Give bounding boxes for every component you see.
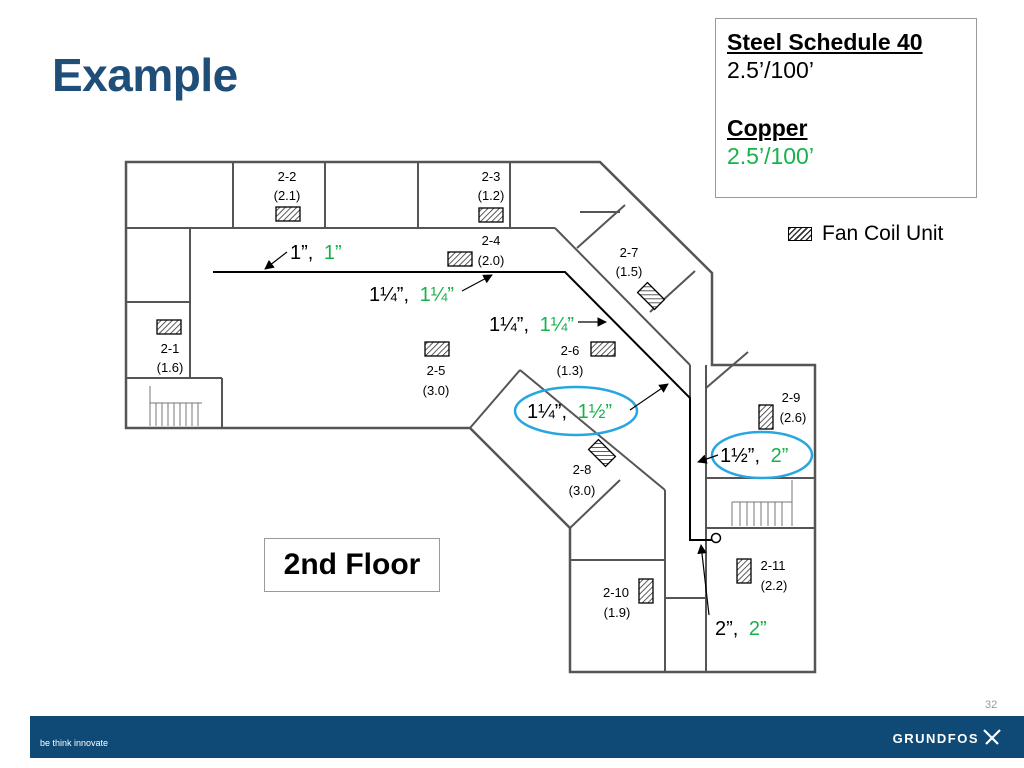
unit-label: 2-5	[427, 363, 446, 378]
unit-label: 2-6	[561, 343, 580, 358]
unit-load: (1.3)	[557, 363, 584, 378]
pipe-size-label: 1”, 1”	[290, 242, 342, 264]
page-number: 32	[985, 699, 998, 711]
fan-coil-unit-icon	[788, 227, 812, 241]
unit-label: 2-8	[573, 462, 592, 477]
fan-coil-unit-2-3	[478, 207, 504, 223]
unit-label: 2-4	[482, 233, 501, 248]
copper-size: 1”	[324, 242, 342, 264]
steel-size: 1¼”,	[489, 314, 529, 336]
pipe-size-label: 2”, 2”	[715, 618, 767, 640]
fan-coil-unit-2-4	[447, 251, 473, 267]
unit-load: (1.6)	[157, 360, 184, 375]
fan-coil-unit-2-8	[587, 438, 617, 468]
building-outline	[124, 160, 817, 674]
interior-walls	[126, 162, 815, 672]
fan-coil-unit-2-2	[275, 206, 301, 222]
fan-coil-legend-label: Fan Coil Unit	[822, 222, 944, 245]
pipe-size-label: 1¼”, 1½”	[527, 401, 612, 423]
copper-friction-value: 2.5’/100’	[727, 143, 814, 169]
pipe-size-label: 1½”, 2”	[720, 445, 788, 467]
stairs-east	[731, 480, 793, 526]
leader-arrow	[697, 544, 710, 616]
brand-mark-icon	[983, 729, 1001, 745]
fan-coil-unit-2-7	[636, 281, 666, 311]
highlight-ellipse	[513, 385, 639, 437]
steel-schedule-heading: Steel Schedule 40	[727, 29, 923, 55]
footer-bar: be think innovate GRUNDFOS	[30, 716, 1024, 758]
fan-coil-unit-2-9	[758, 404, 774, 430]
copper-size: 1½”	[578, 401, 612, 423]
unit-load: (2.1)	[274, 188, 301, 203]
copper-size: 1¼”	[540, 314, 574, 336]
fan-coil-unit-2-6	[590, 341, 616, 357]
steel-size: 2”,	[715, 618, 738, 640]
pipe-legend-box: Steel Schedule 40 2.5’/100’ Copper 2.5’/…	[715, 18, 977, 198]
unit-label: 2-1	[161, 341, 180, 356]
copper-size: 1¼”	[420, 284, 454, 306]
unit-load: (1.5)	[616, 264, 643, 279]
unit-load: (3.0)	[569, 483, 596, 498]
unit-load: (1.9)	[604, 605, 631, 620]
leader-arrow	[264, 251, 288, 270]
unit-label: 2-11	[760, 558, 785, 573]
pipe-size-label: 1¼”, 1¼”	[369, 284, 454, 306]
fan-coil-unit-2-11	[736, 558, 752, 584]
steel-size: 1¼”,	[369, 284, 409, 306]
steel-friction-value: 2.5’/100’	[727, 57, 814, 83]
footer-tagline: be think innovate	[40, 738, 109, 748]
steel-size: 1¼”,	[527, 401, 567, 423]
unit-label: 2-7	[620, 245, 639, 260]
unit-label: 2-2	[278, 169, 297, 184]
leader-arrow	[629, 383, 669, 411]
page-title: Example	[52, 49, 238, 101]
leader-arrow	[697, 454, 719, 464]
fan-coil-unit-2-10	[638, 578, 654, 604]
pipe-riser	[710, 532, 722, 544]
copper-heading: Copper	[727, 115, 808, 141]
unit-load: (2.2)	[761, 578, 788, 593]
unit-label: 2-10	[603, 585, 629, 600]
leader-arrow	[461, 274, 493, 292]
fan-coil-unit-2-5	[424, 341, 450, 357]
supply-pipe	[213, 271, 712, 541]
floor-plan: 2-1 (1.6) 2-2 (2.1) 2-3 (1.2) 2-4 (2.0) …	[124, 160, 817, 674]
copper-size: 2”	[771, 445, 789, 467]
pipe-size-label: 1¼”, 1¼”	[489, 314, 574, 336]
floor-label: 2nd Floor	[264, 538, 440, 592]
steel-size: 1½”,	[720, 445, 760, 467]
stairs-west	[149, 386, 202, 426]
unit-load: (1.2)	[478, 188, 505, 203]
fan-coil-unit-2-1	[156, 319, 182, 335]
copper-size: 2”	[749, 618, 767, 640]
unit-label: 2-9	[782, 390, 801, 405]
unit-load: (2.0)	[478, 253, 505, 268]
highlight-ellipse	[710, 430, 814, 480]
unit-label: 2-3	[482, 169, 501, 184]
steel-size: 1”,	[290, 242, 313, 264]
unit-load: (3.0)	[423, 383, 450, 398]
unit-load: (2.6)	[780, 410, 807, 425]
brand-logo-text: GRUNDFOS	[892, 731, 979, 746]
